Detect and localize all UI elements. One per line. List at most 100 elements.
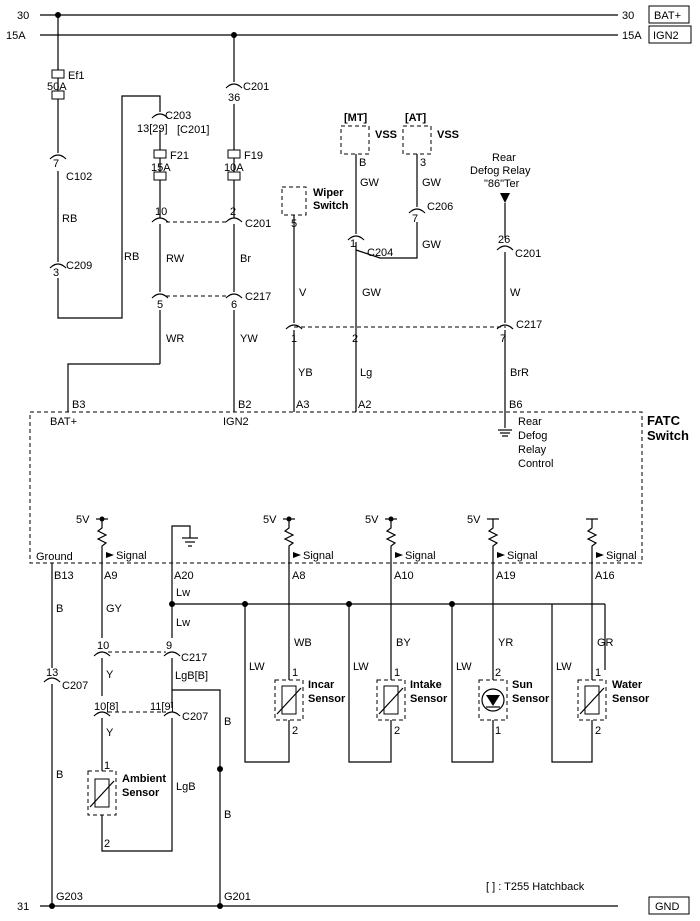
wire-yb: YB [298, 367, 313, 379]
fatc-pin-b3: B3 [72, 399, 85, 411]
ign-rail-num-right: 15A [622, 30, 642, 42]
sun-branch: YR 2 Sun Sensor 1 LW [451, 563, 550, 763]
wire-gy: GY [106, 603, 123, 615]
fatc-pin-a16: A16 [595, 570, 615, 582]
wire-brr: BrR [510, 367, 529, 379]
wire-wr: WR [166, 333, 184, 345]
a10-5v: 5V [365, 514, 379, 526]
fatc-pin-a3: A3 [296, 399, 309, 411]
ign-rail: 15A 15A IGN2 [6, 25, 692, 44]
bat-rail-num-left: 30 [17, 10, 29, 22]
ign-branch: 36 C201 F19 10A 2 C201 Br C217 6 YW B2 I… [223, 32, 271, 428]
water-branch: GR 1 Water Sensor 2 LW [551, 563, 650, 763]
c201-label-right: C201 [515, 248, 541, 260]
a9-signal: Signal [116, 550, 147, 562]
c203-label: C203 [165, 110, 191, 122]
wire-lw-sun: LW [456, 661, 472, 673]
rear-defog-label-1: Rear [492, 152, 516, 164]
ef1-amp: 50A [47, 81, 67, 93]
bat-rail-num-right: 30 [622, 10, 634, 22]
sun-sensor-box [478, 679, 508, 721]
a16-signal: Signal [606, 550, 637, 562]
vss-at-name: VSS [437, 129, 459, 141]
gnd-rail-label: GND [655, 901, 680, 913]
intake-pin-2: 2 [394, 725, 400, 737]
c201-label-top: C201 [243, 81, 269, 93]
f19-name: F19 [244, 150, 263, 162]
c217-pin-6: 6 [231, 299, 237, 311]
intake-pin-1: 1 [394, 667, 400, 679]
lw-bus: Lw Lw 9 C217 LgB[B] 11[9] C207 B B G201 [150, 563, 606, 909]
ambient-thermistor [94, 778, 110, 808]
wire-wb: WB [294, 637, 312, 649]
wire-yw: YW [240, 333, 258, 345]
gnd-rail-box [648, 896, 690, 915]
vss-mt-pin: B [359, 157, 366, 169]
rear-defog-arrow [500, 193, 510, 203]
fatc-switch-box [29, 411, 643, 564]
c201-pin-10: 10 [155, 206, 167, 218]
c209-pin: 3 [53, 267, 59, 279]
c201-label-mid: C201 [245, 218, 271, 230]
c102-pin: 7 [53, 158, 59, 170]
fatc-bat-plus: BAT+ [50, 416, 77, 428]
f21-fuse-top [153, 149, 167, 159]
wire-lgb: LgB [176, 781, 196, 793]
ambient-branch: GY 10 Y 10[8] Y 1 Ambient Sensor 2 LgB [87, 563, 196, 852]
wire-lw-water: LW [556, 661, 572, 673]
f21-name: F21 [170, 150, 189, 162]
fatc-label-2: Switch [647, 428, 689, 443]
c207-pin-10-8: 10[8] [94, 701, 118, 713]
ign-rail-box [648, 25, 692, 44]
c217-label-top: C217 [245, 291, 271, 303]
ign-rail-label: IGN2 [653, 30, 679, 42]
wiper-switch-box [281, 186, 307, 216]
c204-label: C204 [367, 247, 393, 259]
wire-rw: RW [166, 253, 185, 265]
c206-pin: 7 [412, 213, 418, 225]
wire-lgb-alt: LgB[B] [175, 670, 208, 682]
wire-b-1: B [56, 603, 63, 615]
rear-defog-control-4: Control [518, 458, 553, 470]
c203-pin: 13[29] [137, 123, 168, 135]
wire-by: BY [396, 637, 411, 649]
wire-br: Br [240, 253, 251, 265]
ef1-fuse-top [51, 69, 65, 79]
c217-pin-9: 9 [166, 640, 172, 652]
a10-signal: Signal [405, 550, 436, 562]
c217-label-right: C217 [516, 319, 542, 331]
sun-photodiode [481, 688, 505, 712]
water-pin-2: 2 [595, 725, 601, 737]
fatc-pin-b6: B6 [509, 399, 522, 411]
c217-pin-7: 7 [500, 333, 506, 345]
wiper-switch-branch: Wiper Switch 5 V 1 YB A3 [281, 186, 349, 412]
bat-rail-box [648, 5, 690, 24]
water-label-1: Water [612, 679, 643, 691]
incar-pin-2: 2 [292, 725, 298, 737]
fatc-pin-a9: A9 [104, 570, 117, 582]
wire-b-3: B [224, 716, 231, 728]
ef1-name: Ef1 [68, 70, 85, 82]
f19-amp: 10A [224, 162, 244, 174]
vss-at-pin: 3 [420, 157, 426, 169]
incar-label-2: Sensor [308, 693, 346, 705]
ground-b13-wire: B 13 C207 B G203 [43, 563, 88, 909]
wiper-switch-label-2: Switch [313, 200, 349, 212]
ambient-pin-2: 2 [104, 838, 110, 850]
wire-lw-1: Lw [176, 587, 190, 599]
gnd-rail: 31 GND [17, 896, 690, 915]
fatc-pin-a19: A19 [496, 570, 516, 582]
wire-lg: Lg [360, 367, 372, 379]
c209-label: C209 [66, 260, 92, 272]
fatc-switch: FATC Switch [29, 411, 689, 564]
wire-gw-3: GW [422, 239, 442, 251]
intake-label-2: Sensor [410, 693, 448, 705]
bat-rail: 30 30 BAT+ [17, 5, 690, 24]
a19-5v: 5V [467, 514, 481, 526]
f19-fuse-top [227, 149, 241, 159]
ground-g203: G203 [56, 891, 83, 903]
ign-rail-num-left: 15A [6, 30, 26, 42]
wiper-switch-label-1: Wiper [313, 187, 344, 199]
